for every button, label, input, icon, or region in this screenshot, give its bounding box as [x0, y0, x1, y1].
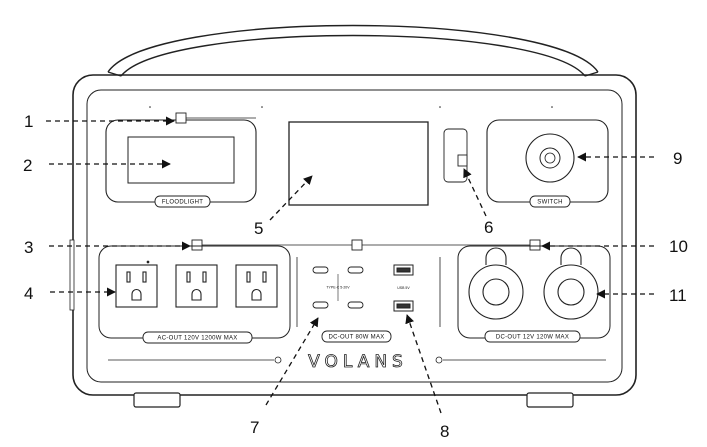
brand-strip	[108, 356, 606, 364]
callout-5: 5	[254, 219, 263, 238]
callout-8: 8	[440, 422, 449, 441]
device-body	[69, 74, 637, 396]
usb-label: USB 5V	[397, 286, 410, 290]
callout-9: 9	[673, 149, 682, 168]
ac-outlet-2	[175, 264, 218, 308]
usb-ports	[393, 264, 414, 312]
callout-10: 10	[669, 237, 688, 256]
carry-handle	[107, 24, 599, 77]
brand-logo: VOLANS	[308, 352, 408, 372]
car-socket-2	[543, 247, 599, 320]
ac-out-label: AC-OUT 120V 1200W MAX	[157, 336, 237, 342]
callout-6: 6	[484, 218, 493, 237]
dc-12v-panel	[457, 245, 611, 343]
ac-outlet-3	[235, 264, 278, 308]
device-feet	[133, 392, 574, 408]
car-socket-1	[468, 247, 524, 320]
callout-7: 7	[250, 418, 259, 437]
callout-11: 11	[669, 286, 687, 305]
ac-outlet-1	[115, 260, 158, 308]
main-switch-module	[486, 119, 609, 208]
callout-4: 4	[24, 284, 33, 303]
dc-out-12v-label: DC-OUT 12V 120W MAX	[496, 335, 569, 341]
switch-label: SWITCH	[537, 200, 562, 206]
callout-1: 1	[24, 112, 33, 131]
callout-3: 3	[24, 238, 33, 257]
surface-marks	[149, 106, 553, 108]
callout-2: 2	[23, 156, 32, 175]
type-c-label: TYPE-C 5-20V	[326, 286, 350, 290]
dc-out-label: DC-OUT 80W MAX	[328, 335, 384, 341]
floodlight-label: FLOODLIGHT	[162, 200, 203, 206]
callout-labels: 1 2 3 4 5 6 7 8 9 10 11	[23, 112, 688, 441]
lcd-display	[288, 121, 468, 206]
dc-out-panel	[296, 257, 441, 343]
floodlight-module	[105, 112, 257, 208]
type-c-ports	[312, 266, 364, 309]
output-button-row	[191, 239, 541, 251]
callout-arrows	[46, 116, 654, 414]
